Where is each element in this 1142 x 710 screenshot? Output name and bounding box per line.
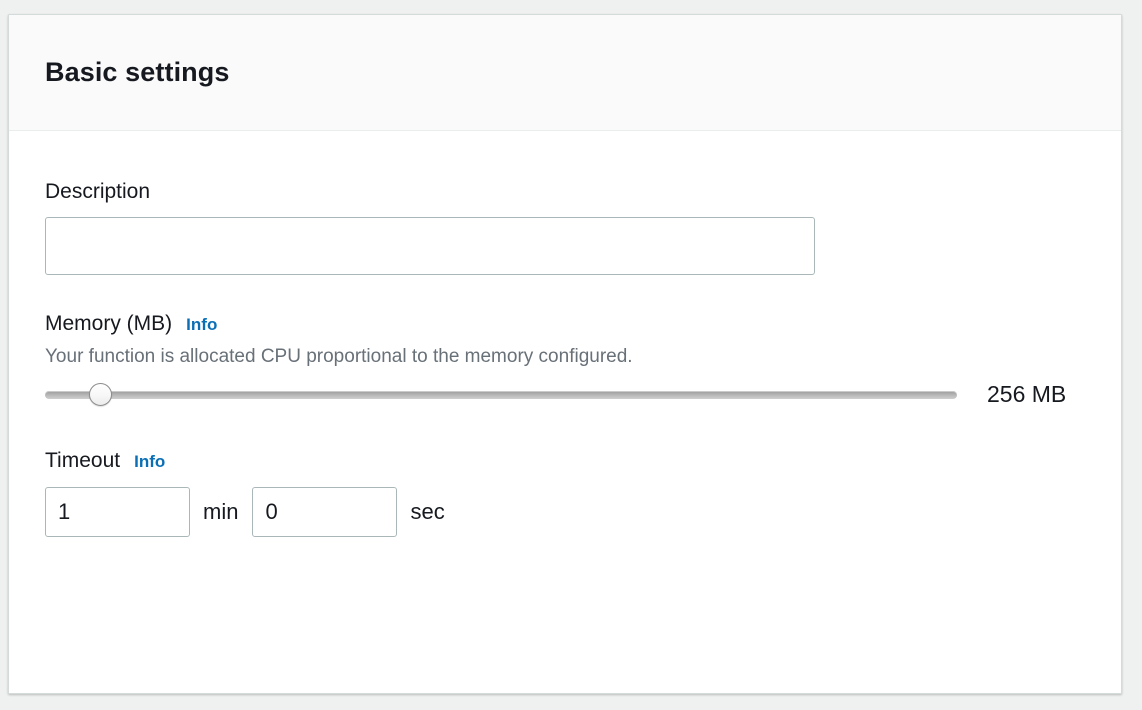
memory-label: Memory (MB) Info <box>45 311 1085 338</box>
timeout-label: Timeout Info <box>45 448 1085 475</box>
timeout-info-link[interactable]: Info <box>134 452 166 471</box>
memory-slider[interactable] <box>45 382 957 408</box>
timeout-minutes-unit-label: min <box>203 499 239 524</box>
description-label: Description <box>45 179 1085 205</box>
timeout-seconds-input[interactable] <box>252 487 398 537</box>
memory-slider-track[interactable] <box>45 390 957 399</box>
memory-hint-text: Your function is allocated CPU proportio… <box>45 346 633 367</box>
timeout-label-text: Timeout <box>45 449 121 472</box>
timeout-minutes-input[interactable] <box>45 487 190 537</box>
page-title: Basic settings <box>45 57 230 87</box>
memory-info-link[interactable]: Info <box>186 315 218 334</box>
memory-slider-row: 256 MB <box>45 381 1085 408</box>
timeout-field-group: Timeout Info min sec <box>45 448 1085 537</box>
card-body: Description Memory (MB) Info Your functi… <box>9 131 1121 537</box>
basic-settings-card: Basic settings Description Memory (MB) I… <box>8 14 1122 694</box>
memory-value-display: 256 MB <box>987 381 1067 407</box>
memory-field-group: Memory (MB) Info Your function is alloca… <box>45 311 1085 408</box>
description-label-text: Description <box>45 180 151 203</box>
card-header: Basic settings <box>9 15 1121 131</box>
timeout-inputs-row: min sec <box>45 487 1085 537</box>
memory-label-text: Memory (MB) <box>45 312 173 335</box>
memory-slider-thumb[interactable] <box>89 382 112 406</box>
description-field-group: Description <box>45 179 1085 275</box>
timeout-seconds-unit-label: sec <box>410 499 445 524</box>
description-input[interactable] <box>45 217 815 275</box>
